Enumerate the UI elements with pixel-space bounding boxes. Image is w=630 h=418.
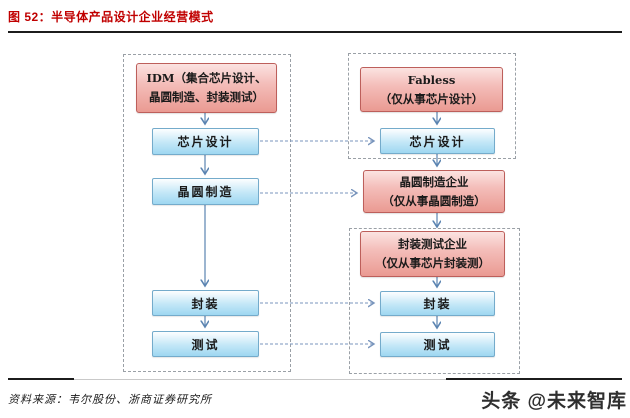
fabless-step-test-label: 测试 [423,338,452,352]
source-note: 资料来源：韦尔股份、浙商证券研究所 [8,394,212,406]
figure-title: 图 52：半导体产品设计企业经营模式 [8,10,214,24]
idm-step-wafer-fab-label: 晶圆制造 [177,185,234,199]
osat-line2: （仅从事芯片封装测） [375,256,490,270]
idm-header-box: IDM（集合芯片设计、 晶圆制造、封装测试） [136,63,277,113]
bottom-divider [8,379,622,380]
idm-step-package: 封装 [152,290,259,316]
idm-header-line1: IDM（集合芯片设计、 [146,71,267,85]
osat-line1: 封装测试企业 [398,237,467,251]
fabless-header-line2: （仅从事芯片设计） [379,91,484,106]
osat-group-container [349,228,520,374]
fabless-step-chip-design: 芯片设计 [380,128,495,154]
fabless-step-package: 封装 [380,291,495,316]
fabless-header-box: Fabless （仅从事芯片设计） [360,67,503,112]
idm-step-test-label: 测试 [191,337,220,352]
bottom-divider-right-segment [446,378,622,380]
foundry-box: 晶圆制造企业 （仅从事晶圆制造） [363,170,505,213]
fabless-step-test: 测试 [380,332,495,357]
idm-step-test: 测试 [152,331,259,357]
idm-step-chip-design-label: 芯片设计 [177,135,234,149]
idm-step-wafer-fab: 晶圆制造 [152,178,259,205]
fabless-group-container [348,53,516,159]
idm-header-line2: 晶圆制造、封装测试） [149,90,264,104]
osat-box: 封装测试企业 （仅从事芯片封装测） [360,231,505,277]
top-divider [8,31,622,33]
foundry-line1: 晶圆制造企业 [399,174,469,189]
bottom-divider-left-segment [8,378,74,380]
fabless-step-chip-design-label: 芯片设计 [409,134,466,149]
fabless-header-line1: Fabless [407,72,456,87]
foundry-line2: （仅从事晶圆制造） [382,193,486,208]
fabless-step-package-label: 封装 [423,297,452,311]
watermark: 头条 @未来智库 [481,391,627,412]
idm-step-chip-design: 芯片设计 [152,128,259,155]
idm-group-container [123,54,291,372]
idm-step-package-label: 封装 [191,296,220,311]
